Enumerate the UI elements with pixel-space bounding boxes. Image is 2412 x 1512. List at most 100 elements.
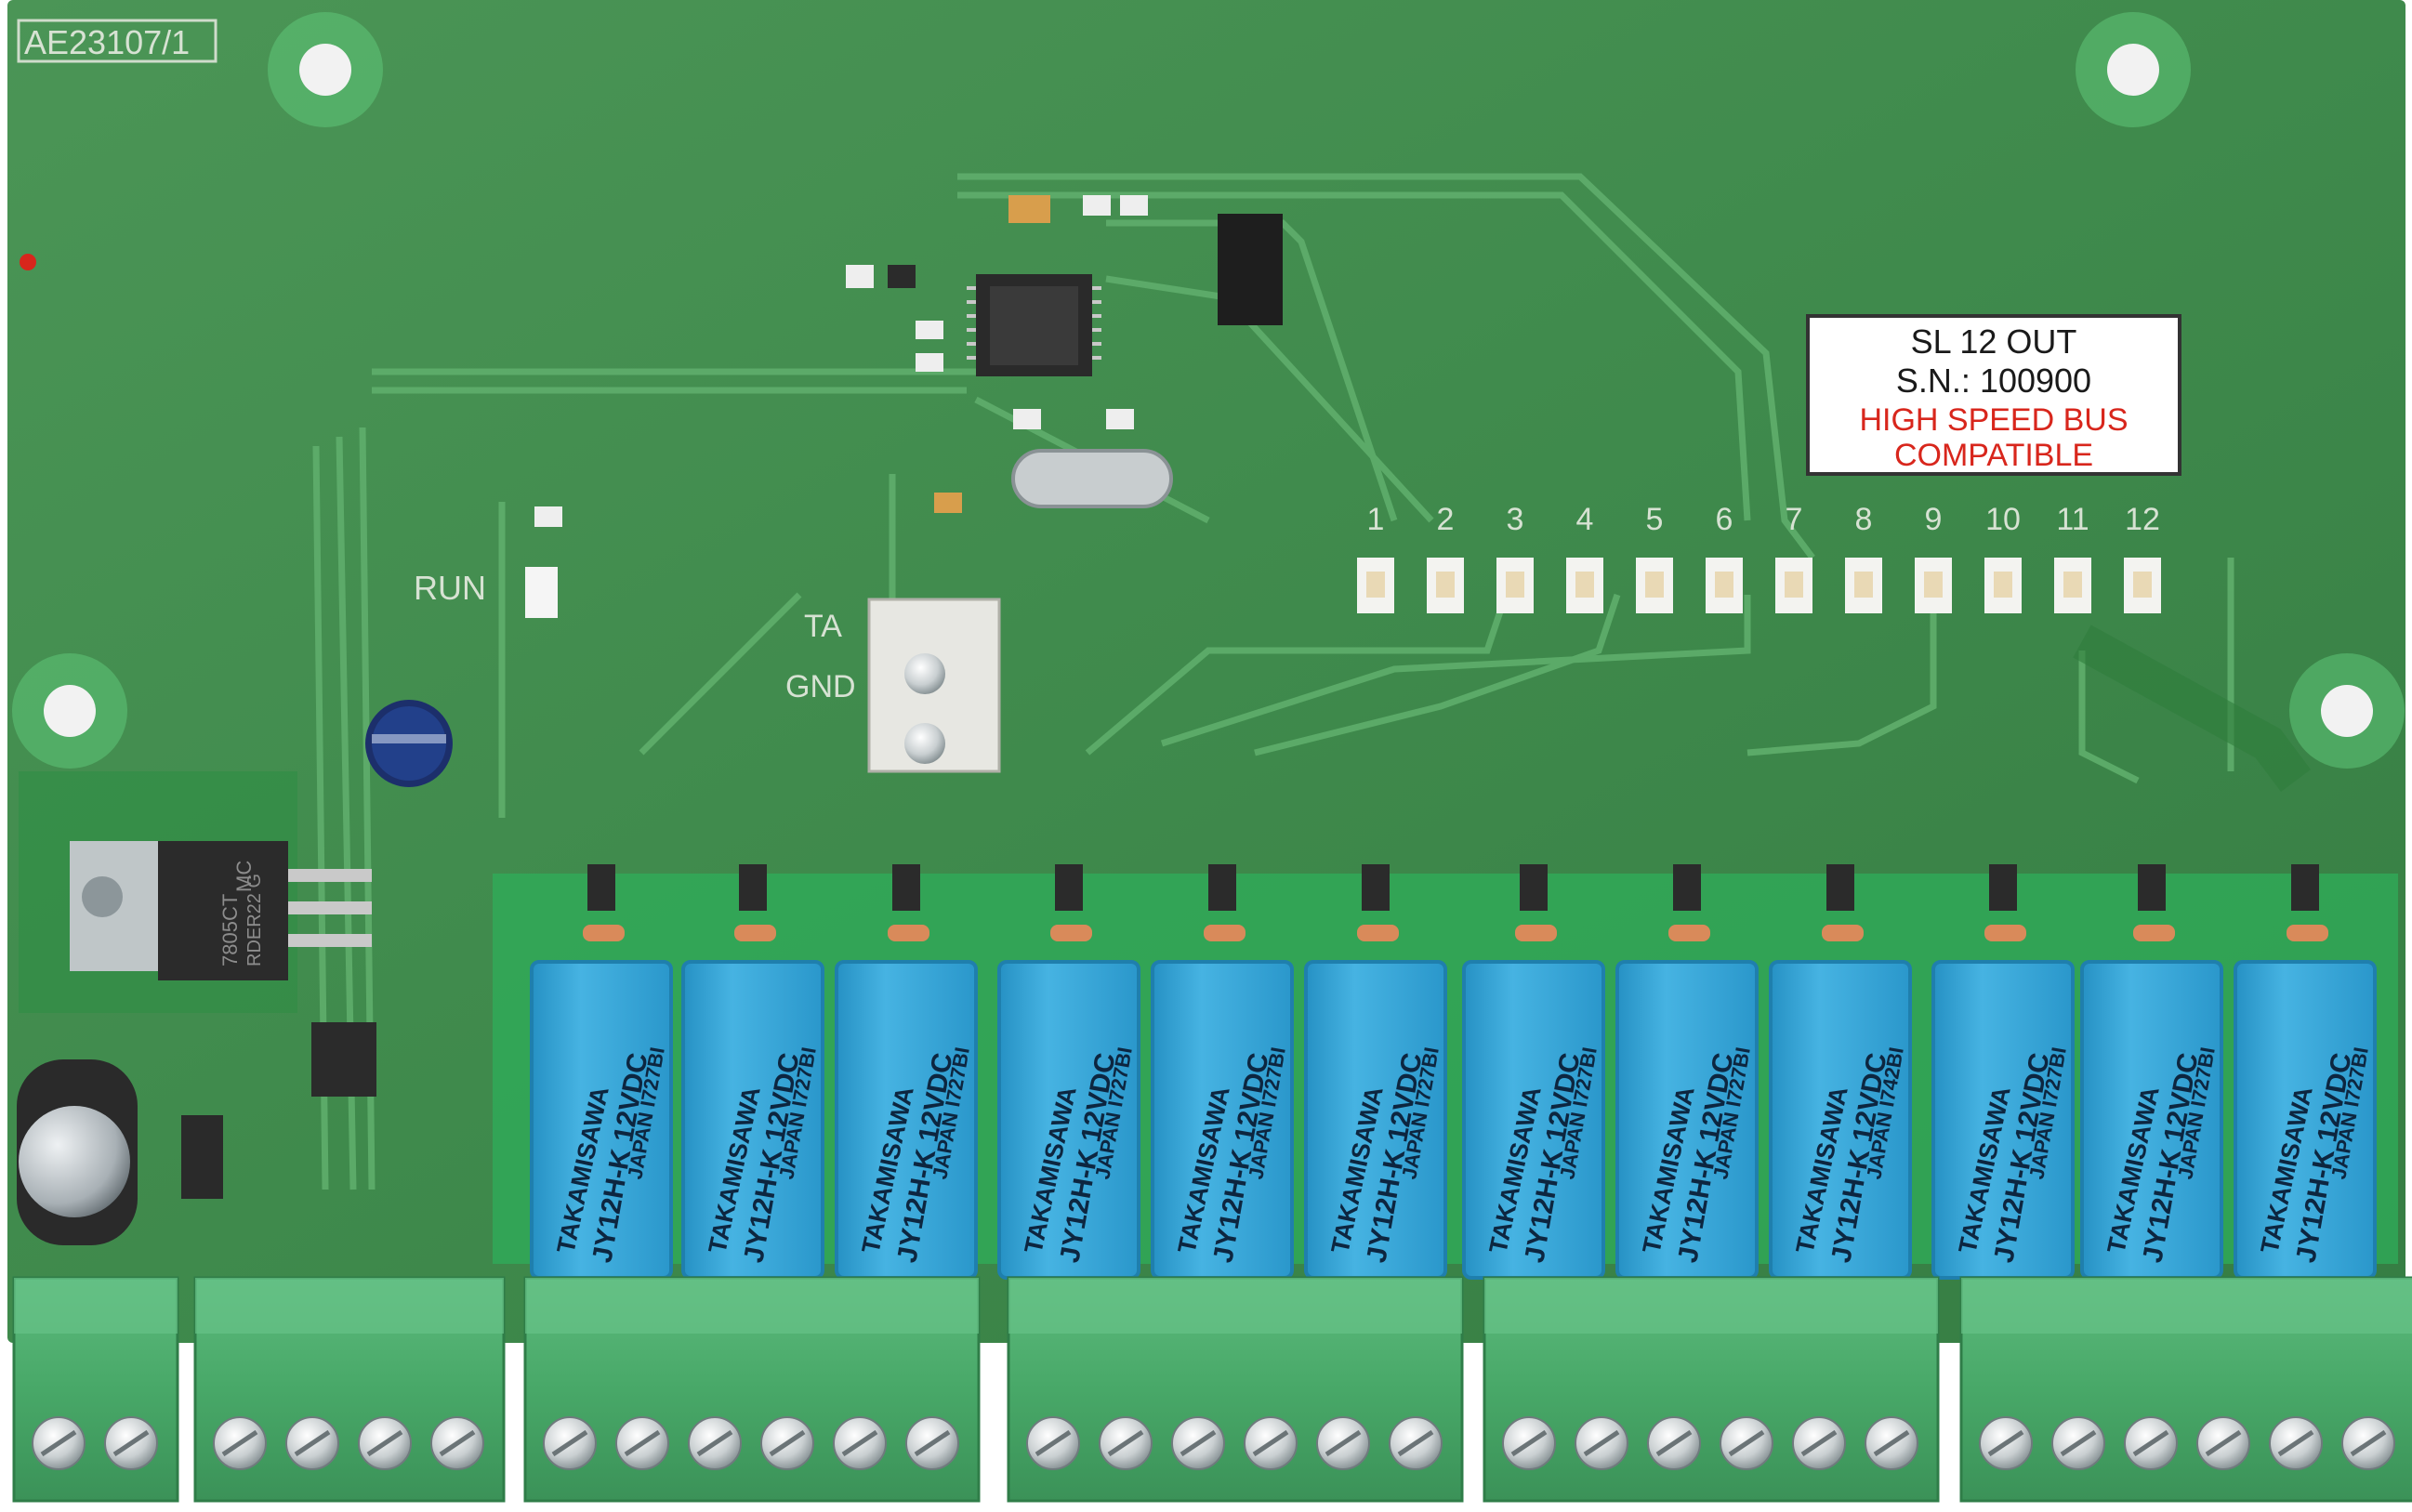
screw-slot [1107,1429,1144,1457]
output-led-lens-7 [1785,572,1803,598]
relay-diode [888,925,929,941]
screw-slot [221,1429,258,1457]
output-number-12: 12 [2125,502,2160,537]
screw-slot [841,1429,878,1457]
mounting-holes [12,12,2405,769]
output-number-10: 10 [1985,502,2021,537]
screw-slot [2132,1429,2169,1457]
screw-slot [1583,1429,1620,1457]
screw-slot [1800,1429,1838,1457]
run-label: RUN [414,569,486,607]
output-led-lens-3 [1506,572,1524,598]
terminal-block-5 [1483,1276,1940,1503]
relay-transistor [1362,864,1390,911]
screw-slot [624,1429,661,1457]
terminal-top [1961,1278,2412,1334]
output-number-7: 7 [1786,502,1803,537]
relay-diode [2287,925,2328,941]
terminal-block-2 [193,1276,506,1503]
smd-components [534,195,1148,527]
relay-transistor [1673,864,1701,911]
output-led-lens-8 [1854,572,1873,598]
output-number-11: 11 [2056,502,2089,537]
small-capacitor [365,700,453,787]
relay-transistor [739,864,767,911]
large-capacitor [17,1059,138,1245]
screw-slot [769,1429,806,1457]
screw-slot [1252,1429,1289,1457]
screw-slot [1035,1429,1072,1457]
screw-slot [1180,1429,1217,1457]
relay-diode [583,925,625,941]
relay-diode [1357,925,1399,941]
output-led-lens-11 [2063,572,2082,598]
terminal-blocks [12,1276,2412,1503]
gnd-label: GND [785,669,856,704]
screw-slot [2060,1429,2097,1457]
screw-slot [914,1429,951,1457]
screw-slot [1728,1429,1765,1457]
relay-diode [1822,925,1864,941]
sticker: SL 12 OUT S.N.: 100900 HIGH SPEED BUS CO… [1806,314,2181,476]
relay-diode [2133,925,2175,941]
relay-transistor [1826,864,1854,911]
output-led-lens-9 [1924,572,1943,598]
terminal-top [195,1278,504,1334]
diode [181,1115,223,1199]
relay-diode [1668,925,1710,941]
regulator-marking-2: 7805CT [218,894,242,966]
screw-slot [2277,1429,2314,1457]
output-number-5: 5 [1646,502,1664,537]
terminal-block-6 [1959,1276,2412,1503]
screw-slot [112,1429,150,1457]
screw-slot [1510,1429,1548,1457]
relay-transistor [892,864,920,911]
screw-slot [696,1429,733,1457]
screw-slot [1325,1429,1362,1457]
output-number-6: 6 [1716,502,1733,537]
output-number-1: 1 [1367,502,1385,537]
output-led-lens-6 [1715,572,1733,598]
sticker-line1: SL 12 OUT [1911,322,2077,361]
relay-transistor [1989,864,2017,911]
output-number-3: 3 [1507,502,1524,537]
relay-transistor [2138,864,2166,911]
output-led-lens-12 [2133,572,2152,598]
screw-slot [2205,1429,2242,1457]
regulator-marking-1: MC [232,861,256,892]
power-led [20,254,36,270]
ta-label: TA [804,609,842,644]
sticker-line4: COMPATIBLE [1894,438,2093,473]
pin-header [1218,214,1283,325]
relay-diode [1204,925,1246,941]
screw-slot [366,1429,403,1457]
relay-transistor [2291,864,2319,911]
run-led [525,567,558,618]
relay-diode [734,925,776,941]
screw-slot [1655,1429,1693,1457]
terminal-top [1008,1278,1462,1334]
voltage-regulator: MC 7805CT RDER22 G [70,841,372,980]
relay-transistor [1055,864,1083,911]
relay-diode [1050,925,1092,941]
sticker-line2: S.N.: 100900 [1896,362,2091,400]
screw-slot [1397,1429,1434,1457]
screw-slot [40,1429,77,1457]
terminal-top [525,1278,979,1334]
terminal-block-4 [1007,1276,1464,1503]
terminal-block-1 [12,1276,179,1503]
relay-diode [1515,925,1557,941]
output-led-lens-10 [1994,572,2012,598]
terminal-top [14,1278,178,1334]
